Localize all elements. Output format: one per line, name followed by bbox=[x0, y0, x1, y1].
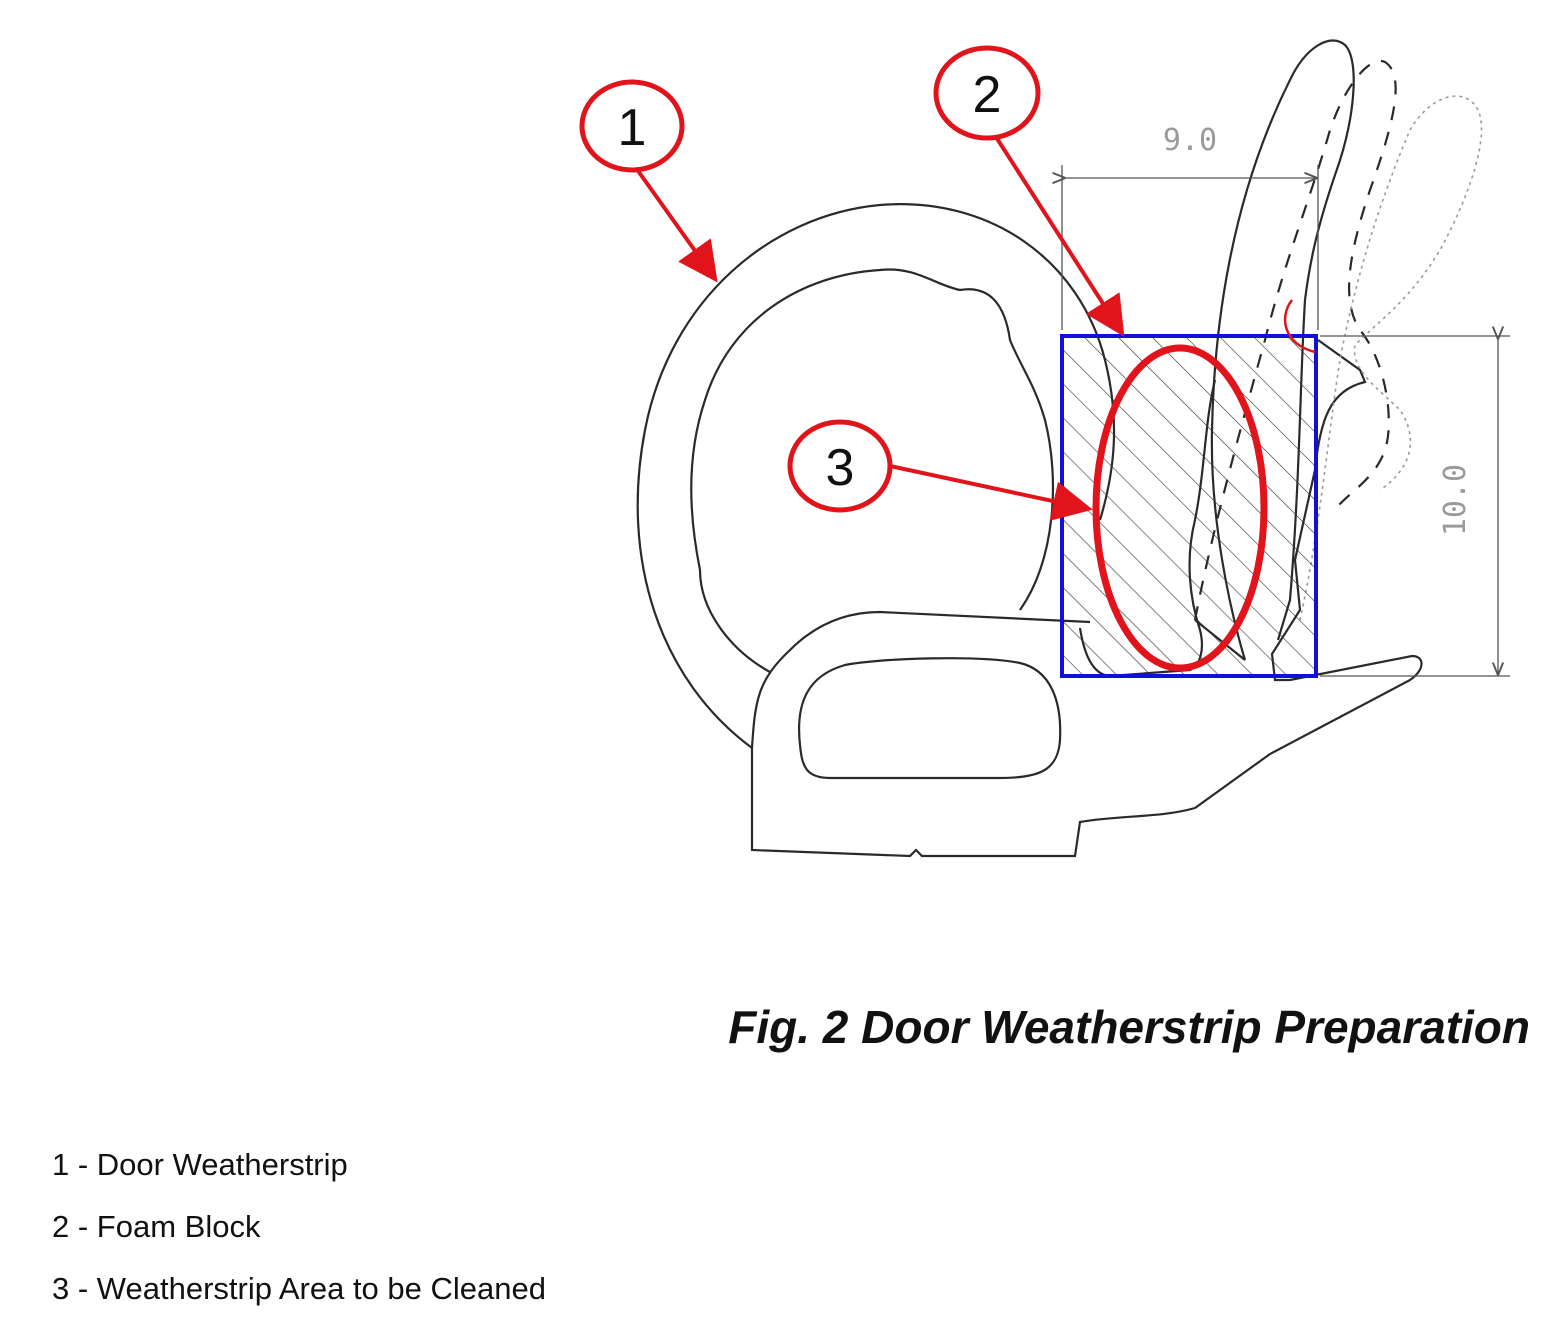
deflected-lip-dotted-outline bbox=[1299, 95, 1483, 621]
callout-2: 2 bbox=[933, 45, 1125, 337]
legend-item: 3 - Weatherstrip Area to be Cleaned bbox=[52, 1271, 546, 1306]
callout-1: 1 bbox=[579, 79, 718, 283]
base-outline bbox=[750, 339, 1423, 858]
deflected-lip-dashed-outline bbox=[1193, 59, 1397, 621]
cleaning-area-ellipse bbox=[1092, 344, 1268, 672]
figure-caption: Fig. 2 Door Weatherstrip Preparation bbox=[728, 1001, 1530, 1053]
legend-item: 2 - Foam Block bbox=[52, 1209, 261, 1244]
base-top-outline bbox=[750, 610, 1091, 749]
contact-mark bbox=[1283, 299, 1316, 354]
callout-1-number: 1 bbox=[618, 99, 647, 157]
height-dimension bbox=[1320, 336, 1510, 677]
width-dimension bbox=[1062, 165, 1319, 330]
foam-block bbox=[1060, 334, 1318, 678]
base-cavity-outline bbox=[798, 657, 1062, 780]
legend-item: 1 - Door Weatherstrip bbox=[52, 1147, 348, 1182]
bulb-inner-outline bbox=[690, 268, 1055, 673]
height-dimension-label: 10.0 bbox=[1438, 464, 1473, 536]
weatherstrip-diagram: 9.0 10.0 1 2 3 bbox=[579, 39, 1510, 858]
width-dimension-label: 9.0 bbox=[1163, 123, 1217, 158]
callout-2-number: 2 bbox=[973, 66, 1002, 124]
legend-list: 1 - Door Weatherstrip 2 - Foam Block 3 -… bbox=[52, 1145, 546, 1331]
callout-3: 3 bbox=[787, 419, 1093, 521]
callout-3-number: 3 bbox=[826, 439, 855, 497]
